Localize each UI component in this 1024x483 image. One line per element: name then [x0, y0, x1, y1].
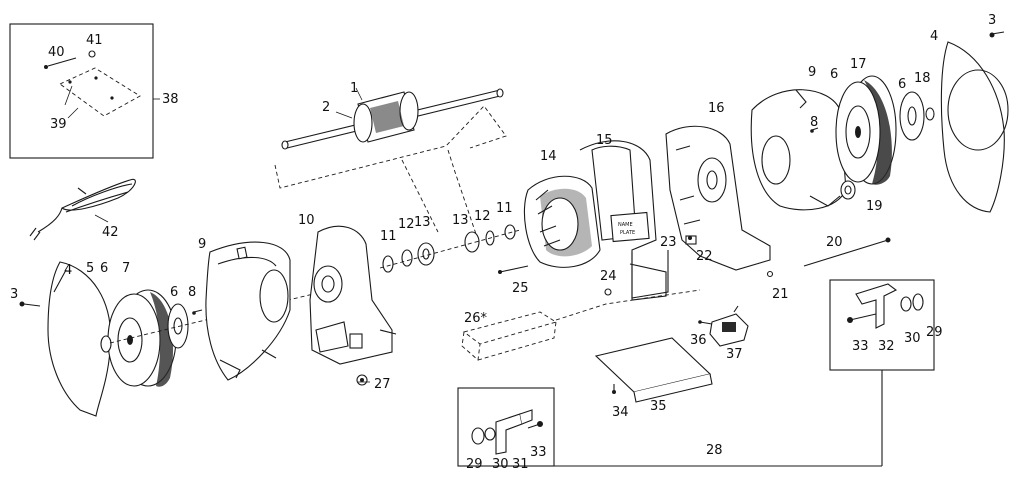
callout-17: 17 — [850, 57, 867, 72]
callout-32: 32 — [878, 339, 895, 354]
callout-28: 28 — [706, 443, 723, 458]
callout-6-c: 6 — [830, 67, 838, 82]
callout-4-left: 4 — [64, 263, 72, 278]
callout-39: 39 — [50, 117, 67, 132]
callout-24: 24 — [600, 269, 617, 284]
callout-29-a: 29 — [466, 457, 483, 472]
callout-27: 27 — [374, 377, 391, 392]
armature-shaft — [274, 88, 507, 241]
callout-23: 23 — [660, 235, 677, 250]
callout-18: 18 — [914, 71, 931, 86]
mounting-clamp-box-left — [457, 387, 555, 467]
callout-12-a: 12 — [398, 217, 415, 232]
callout-29-b: 29 — [926, 325, 943, 340]
callout-8-a: 8 — [188, 285, 196, 300]
callout-20: 20 — [826, 235, 843, 250]
callout-33-b: 33 — [852, 339, 869, 354]
callout-41: 41 — [86, 33, 103, 48]
callout-42: 42 — [102, 225, 119, 240]
callout-1: 1 — [350, 81, 358, 96]
callout-40: 40 — [48, 45, 65, 60]
leader-lines — [67, 87, 370, 383]
tie-rod — [766, 237, 891, 278]
right-motor-housing — [665, 125, 771, 271]
right-grinding-wheel — [835, 75, 935, 200]
right-wheel-shield — [750, 89, 847, 211]
right-wheel-guard — [940, 31, 1009, 213]
callout-5: 5 — [86, 261, 94, 276]
left-grinding-wheel — [100, 289, 331, 387]
callout-3-right: 3 — [988, 13, 996, 28]
callout-9-a: 9 — [198, 237, 206, 252]
callout-22: 22 — [696, 249, 713, 264]
base-plate — [594, 337, 713, 403]
callout-37: 37 — [726, 347, 743, 362]
hardware-connector-28 — [554, 370, 883, 467]
nameplate-line-1: NAME — [618, 222, 633, 228]
callout-2: 2 — [322, 100, 330, 115]
tool-tray — [461, 289, 701, 361]
callout-25: 25 — [512, 281, 529, 296]
callout-12-b: 12 — [474, 209, 491, 224]
callout-14: 14 — [540, 149, 557, 164]
callout-30-b: 30 — [904, 331, 921, 346]
callout-36: 36 — [690, 333, 707, 348]
callout-33-a: 33 — [530, 445, 547, 460]
bearings-washers — [379, 224, 521, 273]
callout-30-a: 30 — [492, 457, 509, 472]
center-housing-nameplate: NAME PLATE — [498, 140, 669, 301]
callout-34: 34 — [612, 405, 629, 420]
left-motor-housing — [309, 225, 397, 386]
inset-box-screws — [9, 23, 160, 159]
callout-6-d: 6 — [898, 77, 906, 92]
callout-13-a: 13 — [414, 215, 431, 230]
callout-4-right: 4 — [930, 29, 938, 44]
callout-labels: 1 2 3 3 4 4 5 6 6 6 6 7 8 8 9 9 10 11 11… — [10, 13, 996, 472]
callout-8-b: 8 — [810, 115, 818, 130]
callout-10: 10 — [298, 213, 315, 228]
callout-13-b: 13 — [452, 213, 469, 228]
left-wheel-guard — [19, 261, 112, 417]
callout-6-b: 6 — [170, 285, 178, 300]
callout-7: 7 — [122, 261, 130, 276]
callout-9-b: 9 — [808, 65, 816, 80]
mounting-clamp-box-right — [829, 279, 935, 371]
callout-31: 31 — [512, 457, 529, 472]
stator — [523, 175, 601, 268]
left-wheel-shield — [205, 241, 291, 381]
callout-19: 19 — [866, 199, 883, 214]
nameplate-line-2: PLATE — [620, 230, 635, 236]
callout-38: 38 — [162, 92, 179, 107]
callout-16: 16 — [708, 101, 725, 116]
callout-26: 26* — [464, 311, 488, 326]
power-cord — [29, 178, 136, 241]
callout-21: 21 — [772, 287, 789, 302]
callout-35: 35 — [650, 399, 667, 414]
callout-6-a: 6 — [100, 261, 108, 276]
callout-15: 15 — [596, 133, 613, 148]
callout-11-b: 11 — [496, 201, 513, 216]
callout-3-left: 3 — [10, 287, 18, 302]
switch — [698, 305, 749, 347]
callout-11-a: 11 — [380, 229, 397, 244]
